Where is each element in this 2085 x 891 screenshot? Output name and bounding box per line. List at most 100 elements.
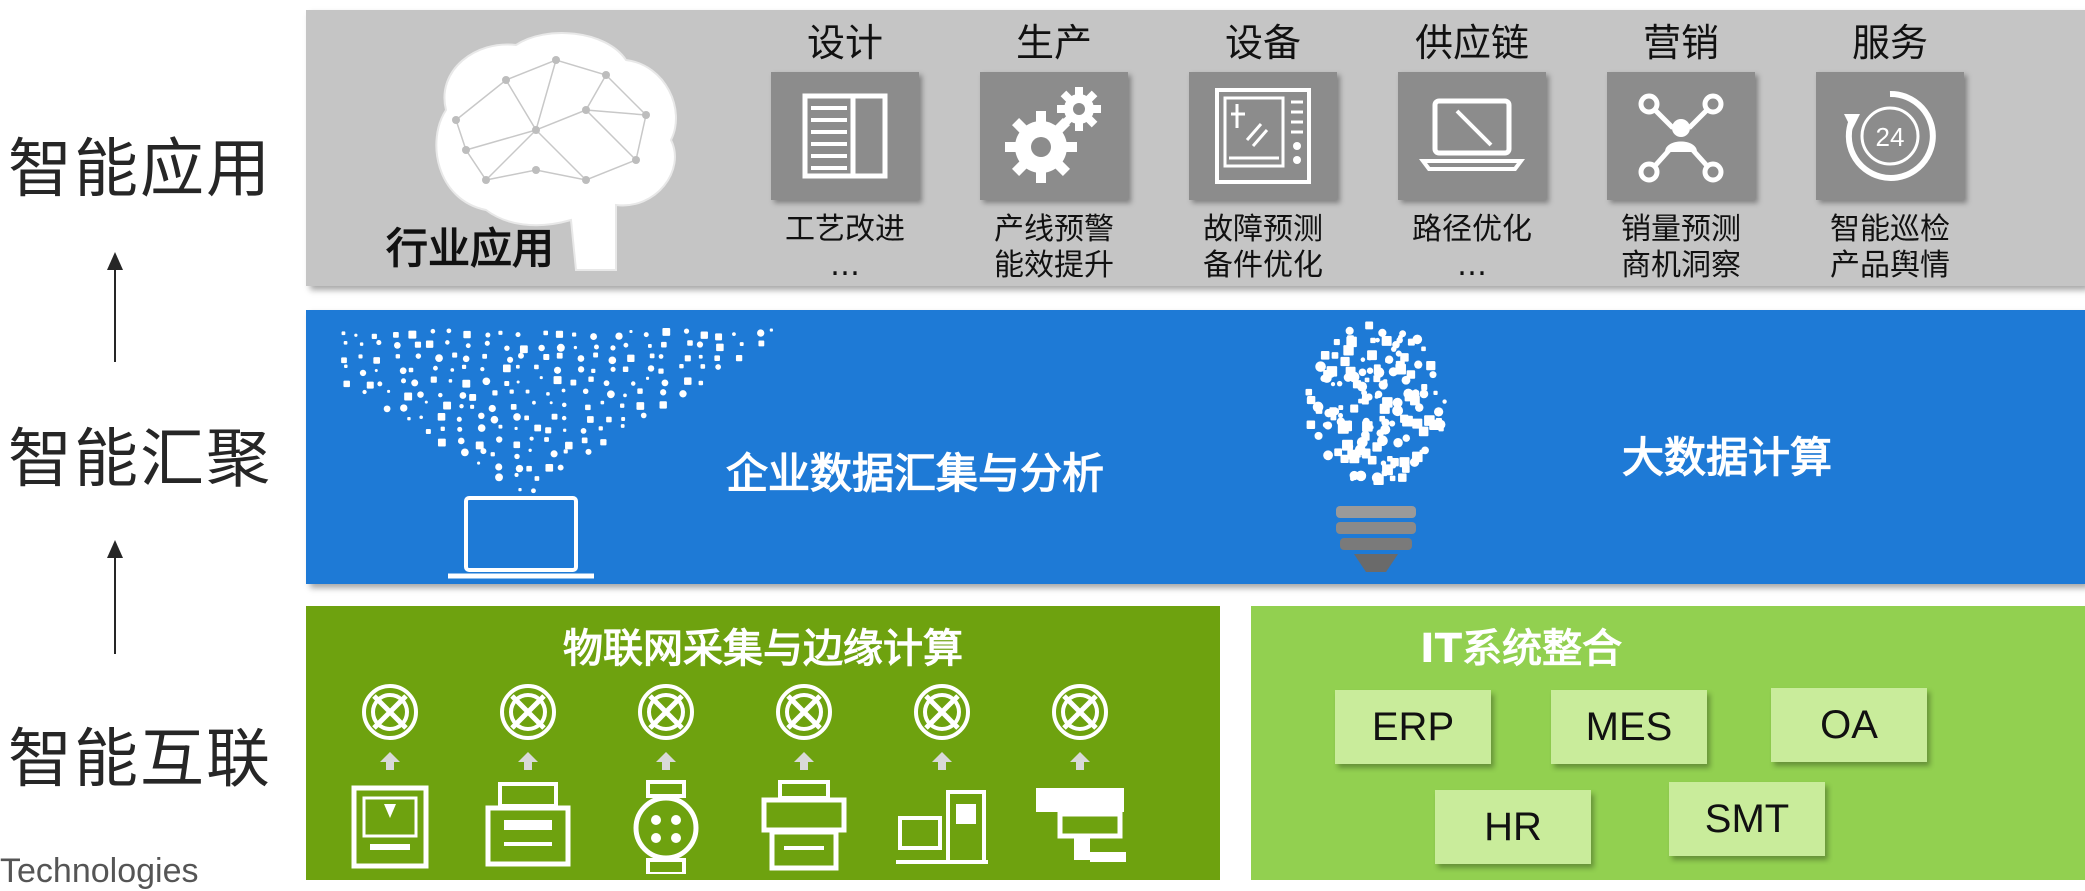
- data-symbol: [343, 380, 350, 388]
- idea-symbol: [1347, 335, 1354, 343]
- app-category: 服务: [1851, 21, 1928, 65]
- data-symbol: [383, 405, 391, 413]
- data-symbol: [498, 424, 503, 429]
- idea-symbol: [1365, 321, 1374, 330]
- data-symbol: [608, 356, 617, 365]
- idea-symbol: [1340, 356, 1350, 367]
- iot-edge-band: 物联网采集与边缘计算: [306, 606, 1220, 880]
- app-column-supply-chain: 供应链 路径优化 …: [1372, 10, 1572, 284]
- data-symbol: [758, 340, 765, 347]
- up-arrow-icon: [380, 752, 400, 770]
- app-desc-line: 商机洞察: [1621, 248, 1741, 283]
- app-column-production: 生产 产线预警 能效提升: [954, 10, 1154, 284]
- data-symbol: [477, 424, 486, 432]
- idea-symbol: [1395, 350, 1402, 357]
- data-symbol: [640, 412, 647, 419]
- data-symbol: [716, 343, 724, 352]
- data-symbol: [484, 340, 490, 346]
- data-symbol: [551, 413, 558, 420]
- data-symbol: [459, 403, 464, 409]
- app-desc-line: 产品舆情: [1830, 248, 1950, 283]
- idea-symbol: [1352, 380, 1362, 389]
- idea-symbol: [1412, 418, 1423, 429]
- data-symbol: [407, 416, 411, 421]
- data-symbol: [445, 340, 450, 345]
- idea-symbol: [1392, 340, 1400, 349]
- idea-symbol: [1398, 473, 1407, 482]
- data-symbol: [507, 356, 514, 363]
- data-symbol: [478, 412, 485, 420]
- data-symbol: [446, 328, 452, 334]
- data-symbol: [457, 426, 463, 432]
- data-symbol: [371, 333, 377, 339]
- data-symbol: [482, 377, 491, 386]
- data-symbol: [373, 357, 381, 364]
- industry-applications-band: 行业应用 设计 工艺改进 … 生产: [306, 10, 2085, 286]
- data-symbol: [630, 381, 636, 386]
- idea-symbol: [1410, 395, 1420, 406]
- idea-symbol: [1340, 454, 1349, 463]
- data-symbol: [588, 376, 594, 382]
- data-symbol: [459, 392, 467, 399]
- data-symbol: [606, 416, 612, 423]
- data-symbol: [430, 376, 437, 383]
- data-symbol: [646, 376, 650, 380]
- data-symbol: [395, 354, 401, 359]
- idea-symbol: [1323, 450, 1333, 461]
- data-symbol: [376, 340, 382, 346]
- up-arrow-icon: [656, 752, 676, 770]
- data-symbol: [577, 355, 585, 362]
- idea-symbol: [1400, 414, 1409, 423]
- data-symbol: [582, 388, 589, 395]
- copier-icon: [761, 780, 847, 871]
- up-arrow-icon: [932, 752, 952, 770]
- data-symbol: [658, 354, 664, 359]
- data-symbol: [539, 376, 543, 380]
- data-symbol: [620, 424, 625, 428]
- data-symbol: [607, 390, 615, 399]
- app-category: 供应链: [1414, 21, 1529, 65]
- data-symbol: [475, 441, 484, 450]
- it-integration-title: IT系统整合: [1419, 626, 1623, 672]
- idea-symbol: [1392, 405, 1403, 417]
- data-symbol: [684, 377, 692, 385]
- data-symbol: [679, 390, 687, 398]
- device-column: [892, 682, 992, 878]
- data-symbol: [470, 404, 475, 409]
- 3d-printer-icon: [351, 785, 429, 869]
- idea-symbol: [1383, 379, 1388, 384]
- sensor-node-icon: [500, 684, 556, 740]
- data-symbol: [387, 389, 391, 393]
- idea-symbol: [1337, 413, 1344, 419]
- idea-symbol: [1323, 421, 1333, 430]
- device-column: [340, 682, 440, 878]
- idea-symbol: [1312, 401, 1324, 413]
- app-category: 生产: [1015, 21, 1092, 65]
- app-category: 设备: [1224, 21, 1301, 65]
- data-symbol: [480, 366, 485, 372]
- data-symbol: [629, 329, 633, 334]
- big-data-title: 大数据计算: [1622, 433, 1833, 482]
- app-desc-line: …: [830, 248, 860, 283]
- data-symbol: [515, 464, 524, 473]
- layer-label-application: 智能应用: [8, 133, 272, 207]
- data-symbol: [561, 402, 567, 408]
- data-symbol: [561, 388, 566, 393]
- idea-symbol: [1421, 346, 1426, 352]
- idea-symbol: [1415, 403, 1424, 412]
- network-people-icon: [1607, 72, 1755, 200]
- idea-symbol: [1350, 476, 1355, 482]
- data-symbol: [393, 332, 399, 338]
- system-oa: OA: [1771, 688, 1927, 762]
- idea-symbol: [1307, 395, 1316, 405]
- data-symbol: [514, 453, 520, 460]
- idea-symbol: [1382, 397, 1393, 408]
- data-symbol: [565, 441, 573, 450]
- idea-symbol: [1396, 336, 1403, 344]
- idea-symbol: [1349, 453, 1360, 464]
- data-symbol: [545, 463, 554, 472]
- data-symbol: [621, 417, 626, 421]
- data-symbol: [514, 472, 519, 478]
- data-symbol: [524, 415, 529, 421]
- data-symbol: [757, 329, 765, 337]
